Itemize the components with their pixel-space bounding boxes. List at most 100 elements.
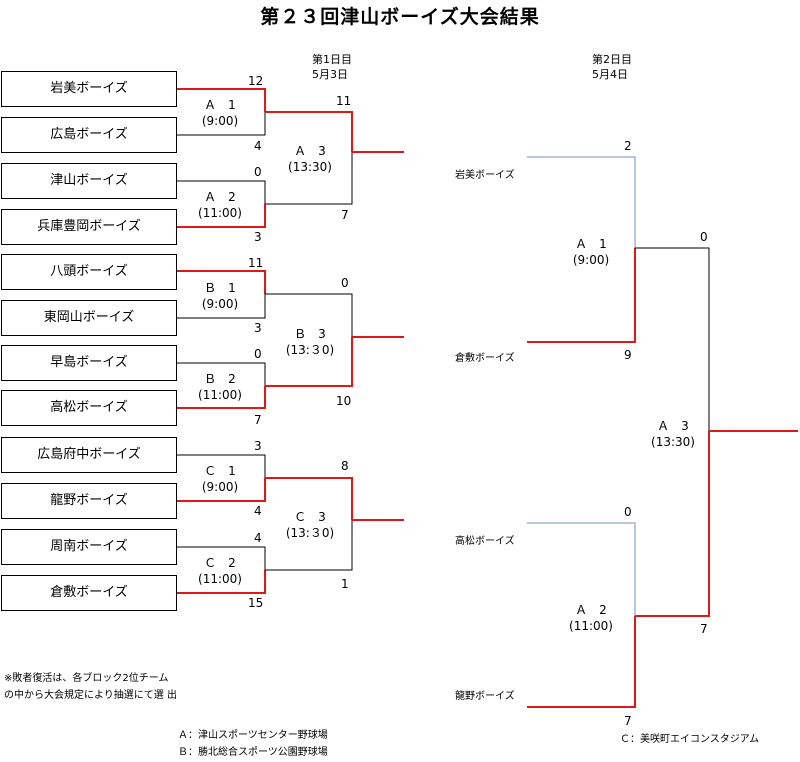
day1-match-b1: Ｂ 1 (9:00): [190, 280, 250, 312]
note-line-1: ※敗者復活は、各ブロック2位チーム: [4, 673, 169, 684]
match-name: Ａ 1: [575, 237, 607, 251]
day1-r2-score-2: 7: [341, 208, 349, 222]
day1-score-5: 11: [248, 256, 264, 270]
day1-b2-lines: [177, 362, 266, 409]
day1-score-6: 3: [254, 321, 262, 335]
match-time: (13:30): [288, 160, 332, 174]
day1-team-4: 兵庫豊岡ボーイズ: [1, 209, 177, 245]
day1-team-12: 倉敷ボーイズ: [1, 575, 177, 611]
day1-b3-lines: [265, 293, 404, 387]
day1-team-5: 八頭ボーイズ: [1, 254, 177, 290]
day1-c3-lines: [265, 477, 404, 571]
match-name: Ａ 2: [575, 603, 607, 617]
day2-match-a2: Ａ 2 (11:00): [558, 602, 624, 634]
match-time: (13:３0): [285, 526, 335, 540]
venue-a: Ａ：津山スポーツセンター野球場: [178, 730, 328, 741]
day2-score-1: 2: [624, 139, 632, 153]
day2-match-a3: Ａ 3 (13:30): [640, 418, 706, 450]
match-time: (9:00): [201, 114, 239, 128]
day1-a2-lines: [177, 180, 266, 228]
day1-r2-score-4: 10: [336, 394, 352, 408]
day2-team-3: 高松ボーイズ: [455, 536, 515, 547]
day1-team-9: 広島府中ボーイズ: [1, 437, 177, 473]
day1-score-10: 4: [254, 504, 262, 518]
day2-score-2: 9: [624, 348, 632, 362]
day1-b1-lines: [177, 270, 266, 319]
match-name: Ｂ 2: [204, 372, 236, 386]
day1-score-4: 3: [254, 230, 262, 244]
match-time: (11:00): [198, 388, 242, 402]
day1-r2-score-6: 1: [341, 577, 349, 591]
match-name: Ａ 2: [204, 190, 236, 204]
day1-team-11: 周南ボーイズ: [1, 529, 177, 565]
day2-final-score-1: 0: [700, 230, 708, 244]
day1-header: 第1日目 5月3日: [312, 52, 352, 82]
day1-team-3: 津山ボーイズ: [1, 163, 177, 199]
day1-r2-score-1: 11: [336, 94, 352, 108]
day2-date: 5月4日: [592, 68, 628, 81]
venue-list-ab: Ａ：津山スポーツセンター野球場 Ｂ：勝北総合スポーツ公園野球場: [178, 727, 328, 761]
day2-a2-lines: [527, 522, 636, 708]
day1-team-2: 広島ボーイズ: [1, 117, 177, 153]
day1-match-c2: Ｃ 2 (11:00): [190, 555, 250, 587]
day2-team-2: 倉敷ボーイズ: [455, 353, 515, 364]
day1-score-3: 0: [254, 165, 262, 179]
day2-header: 第2日目 5月4日: [592, 52, 632, 82]
day1-team-8: 高松ボーイズ: [1, 390, 177, 426]
day1-match-b3: Ｂ 3 (13:３0): [278, 326, 342, 358]
repechage-note: ※敗者復活は、各ブロック2位チーム の中から大会規定により抽選にて選 出: [4, 670, 177, 704]
match-name: Ａ 1: [204, 98, 236, 112]
day1-team-6: 東岡山ボーイズ: [1, 300, 177, 336]
day1-team-7: 早島ボーイズ: [1, 345, 177, 381]
match-time: (13:３0): [285, 343, 335, 357]
day1-c2-lines: [177, 546, 266, 594]
day2-team-4: 龍野ボーイズ: [455, 691, 515, 702]
day1-score-12: 15: [248, 596, 264, 610]
venue-b: Ｂ：勝北総合スポーツ公園野球場: [178, 747, 328, 758]
match-name: Ａ 3: [294, 144, 326, 158]
day1-match-c1: Ｃ 1 (9:00): [190, 463, 250, 495]
day2-a1-lines: [527, 156, 636, 343]
match-time: (13:30): [651, 435, 695, 449]
day1-match-a3: Ａ 3 (13:30): [278, 143, 342, 175]
day1-score-9: 3: [254, 439, 262, 453]
day2-label: 第2日目: [592, 53, 632, 66]
match-time: (9:00): [572, 253, 610, 267]
day1-match-a1: Ａ 1 (9:00): [190, 97, 250, 129]
day2-team-1: 岩美ボーイズ: [455, 170, 515, 181]
day1-score-7: 0: [254, 347, 262, 361]
match-time: (11:00): [198, 206, 242, 220]
day2-match-a1: Ａ 1 (9:00): [558, 236, 624, 268]
day1-team-10: 龍野ボーイズ: [1, 483, 177, 519]
day1-r2-score-3: 0: [341, 276, 349, 290]
match-name: Ｃ 2: [204, 556, 236, 570]
venue-c: Ｃ：美咲町エイコンスタジアム: [620, 734, 760, 745]
day1-a1-lines: [177, 88, 266, 136]
match-name: Ｂ 1: [204, 281, 236, 295]
match-time: (11:00): [198, 572, 242, 586]
day2-final-score-2: 7: [700, 622, 708, 636]
day1-score-8: 7: [254, 413, 262, 427]
match-name: Ｃ 1: [204, 464, 236, 478]
match-name: Ｃ 3: [294, 510, 326, 524]
day1-a3-lines: [265, 111, 404, 205]
match-time: (9:00): [201, 297, 239, 311]
day1-date: 5月3日: [312, 68, 348, 81]
day1-score-2: 4: [254, 139, 262, 153]
day1-match-b2: Ｂ 2 (11:00): [190, 371, 250, 403]
day1-r2-score-5: 8: [341, 459, 349, 473]
match-name: Ａ 3: [657, 419, 689, 433]
day1-score-1: 12: [248, 74, 264, 88]
day2-a3-lines: [635, 247, 798, 617]
note-line-2: の中から大会規定により抽選にて選 出: [4, 690, 177, 701]
day1-match-c3: Ｃ 3 (13:３0): [278, 509, 342, 541]
day1-c1-lines: [177, 454, 266, 502]
day2-score-3: 0: [624, 505, 632, 519]
day1-team-1: 岩美ボーイズ: [1, 71, 177, 107]
page-title: 第２３回津山ボーイズ大会結果: [260, 6, 540, 28]
match-time: (9:00): [201, 480, 239, 494]
match-name: Ｂ 3: [294, 327, 326, 341]
match-time: (11:00): [569, 619, 613, 633]
